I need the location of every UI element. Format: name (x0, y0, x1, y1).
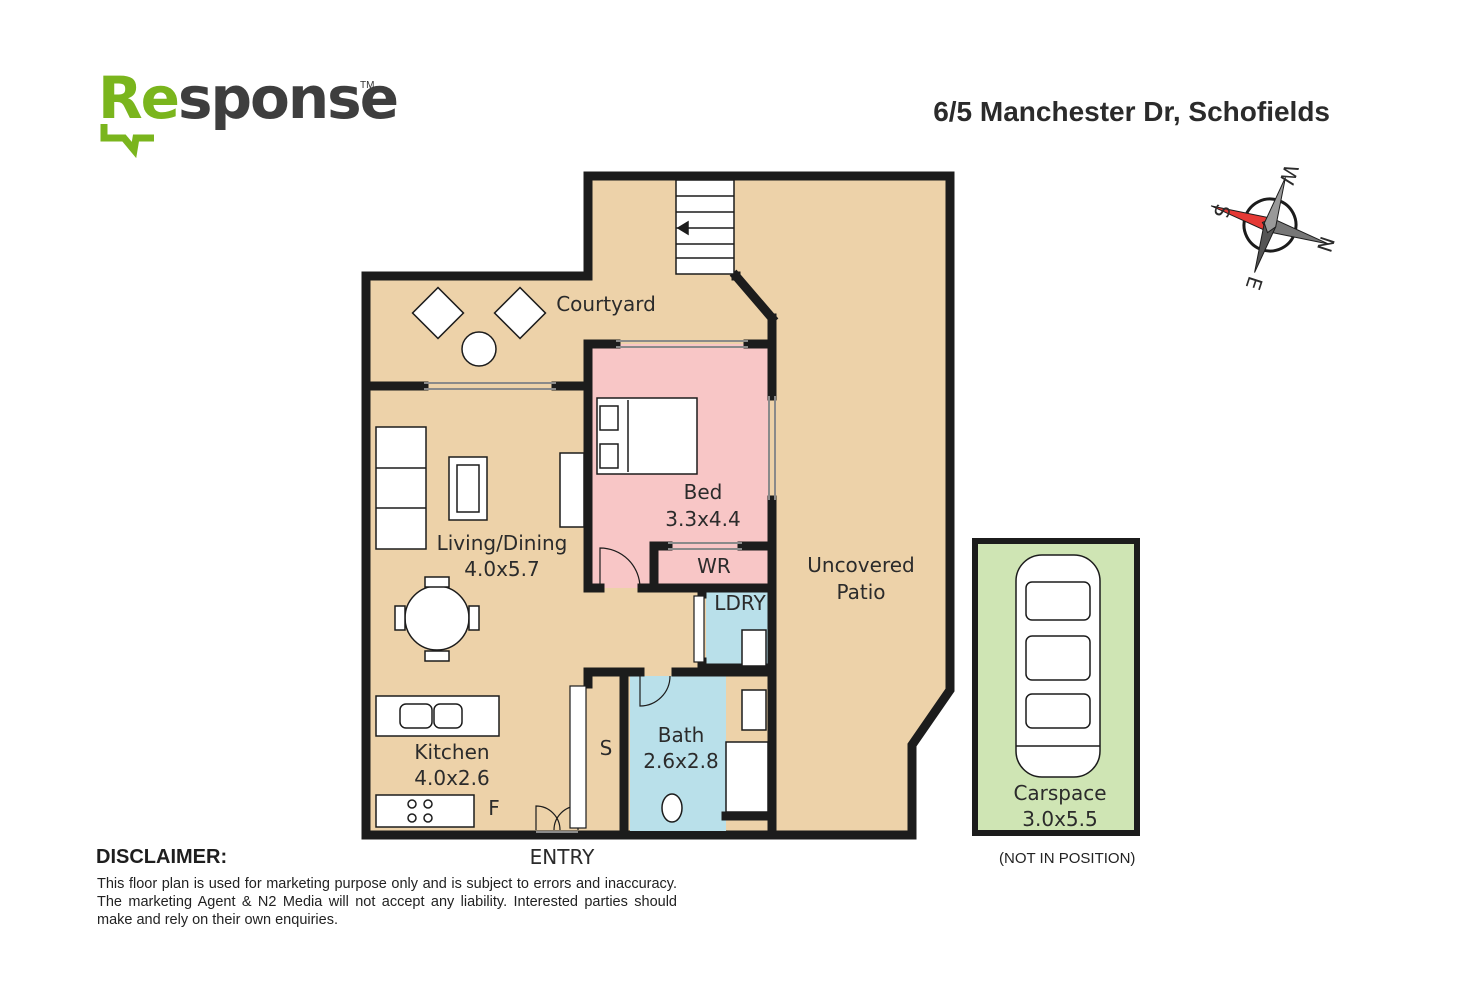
kitchen-fixtures (375, 695, 500, 828)
kitchen-label: Kitchen (414, 740, 489, 764)
bed-furniture (596, 397, 698, 475)
patio-label-2: Patio (836, 580, 885, 604)
living-label: Living/Dining (437, 531, 568, 555)
disclaimer-title: DISCLAIMER: (96, 846, 228, 868)
stairs (675, 179, 735, 275)
response-logo: Response (98, 64, 399, 132)
windows (424, 340, 776, 833)
bath-size: 2.6x2.8 (643, 749, 718, 773)
courtyard-furniture (411, 286, 547, 367)
car-icon (1015, 554, 1101, 778)
compass-s-label: S (1209, 201, 1236, 220)
kitchen-size: 4.0x2.6 (414, 766, 489, 790)
living-size: 4.0x5.7 (464, 557, 539, 581)
wr-label: WR (697, 554, 731, 578)
interior-walls (365, 269, 779, 840)
living-furniture (375, 426, 585, 662)
logo-trademark: TM (360, 80, 375, 91)
storage-label: S (600, 736, 613, 760)
compass-icon (1210, 177, 1330, 273)
property-address: 6/5 Manchester Dr, Schofields (933, 96, 1330, 127)
compass-w-label: W (1274, 161, 1303, 187)
carspace-position-note: (NOT IN POSITION) (999, 850, 1136, 867)
carspace-size: 3.0x5.5 (1022, 807, 1097, 831)
bath-label: Bath (658, 723, 705, 747)
fridge-label: F (488, 796, 500, 820)
patio-label-1: Uncovered (807, 553, 914, 577)
compass-e-label: E (1241, 273, 1268, 292)
wet-fixtures (661, 629, 769, 823)
bed-size: 3.3x4.4 (665, 507, 740, 531)
logo-bubble-tail (100, 124, 154, 159)
logo-suffix: sponse (178, 64, 399, 132)
compass-n-label: N (1312, 233, 1339, 255)
carspace-label: Carspace (1013, 781, 1106, 805)
entry-label: ENTRY (530, 845, 595, 869)
ldry-label: LDRY (714, 591, 766, 615)
logo-prefix: Re (98, 64, 180, 132)
doors (535, 547, 705, 831)
bed-label: Bed (684, 480, 723, 504)
courtyard-label: Courtyard (556, 292, 656, 316)
disclaimer-body: This floor plan is used for marketing pu… (97, 876, 677, 928)
